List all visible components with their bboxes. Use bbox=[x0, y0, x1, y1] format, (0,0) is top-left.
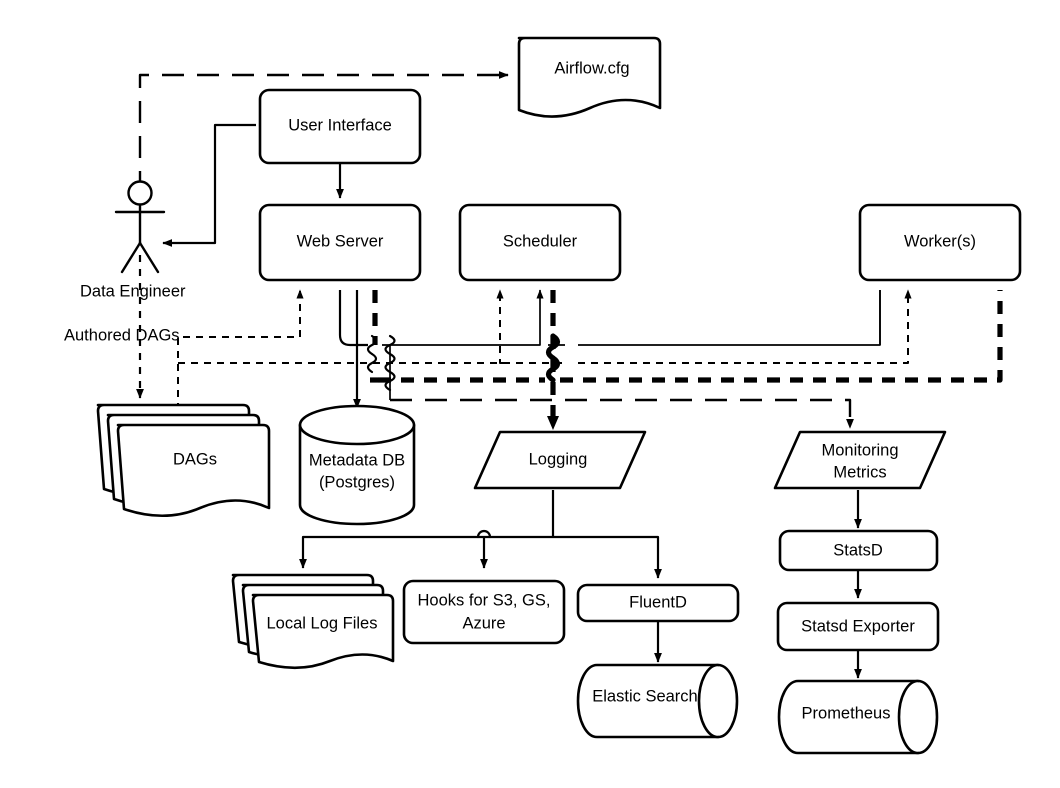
node-label-monitoring-line2: Metrics bbox=[833, 463, 886, 481]
node-label-metadata-db-line2: (Postgres) bbox=[319, 473, 395, 491]
data-engineer-actor bbox=[114, 180, 166, 274]
node-dags[interactable]: DAGs bbox=[96, 403, 271, 518]
node-statsd[interactable]: StatsD bbox=[778, 529, 939, 572]
edge-logging-fanout bbox=[299, 490, 662, 579]
edge-dags-to-workers bbox=[503, 289, 912, 364]
node-workers[interactable]: Worker(s) bbox=[858, 203, 1022, 282]
edge-dags-to-webserver bbox=[177, 289, 304, 410]
node-label-user-interface: User Interface bbox=[288, 116, 392, 134]
node-label-dags: DAGs bbox=[173, 450, 217, 468]
node-label-scheduler: Scheduler bbox=[503, 232, 578, 250]
node-label-monitoring-line1: Monitoring bbox=[821, 441, 898, 459]
node-label-hooks-line2: Azure bbox=[462, 614, 505, 632]
edge-monitoring-bus bbox=[389, 345, 854, 429]
node-elastic-search[interactable]: Elastic Search bbox=[576, 663, 739, 739]
node-user-interface[interactable]: User Interface bbox=[258, 88, 422, 165]
actor-label: Data Engineer bbox=[80, 282, 186, 300]
edge-webserver-to-logging bbox=[372, 290, 559, 430]
node-monitoring-metrics[interactable]: Monitoring Metrics bbox=[773, 430, 947, 490]
node-scheduler[interactable]: Scheduler bbox=[458, 203, 622, 282]
node-label-metadata-db-line1: Metadata DB bbox=[309, 451, 405, 469]
node-label-fluentd: FluentD bbox=[629, 593, 687, 611]
edge-ui-to-engineer bbox=[162, 123, 256, 247]
edge-dags-to-scheduler bbox=[178, 289, 504, 364]
node-label-logging: Logging bbox=[529, 450, 588, 468]
authored-dags-label: Authored DAGs bbox=[64, 326, 180, 344]
node-label-statsd: StatsD bbox=[833, 541, 883, 559]
node-prometheus[interactable]: Prometheus bbox=[777, 679, 939, 755]
node-label-local-log-files: Local Log Files bbox=[267, 614, 378, 632]
node-label-airflow-cfg: Airflow.cfg bbox=[554, 59, 629, 77]
edge-engineer-to-airflowcfg bbox=[138, 71, 509, 193]
node-hooks[interactable]: Hooks for S3, GS, Azure bbox=[402, 579, 566, 645]
node-label-hooks-line1: Hooks for S3, GS, bbox=[418, 591, 551, 609]
edge-scheduler-metadata-bus bbox=[338, 289, 881, 347]
node-label-prometheus: Prometheus bbox=[802, 704, 891, 722]
edge-logging-heavy-bus bbox=[370, 290, 1003, 383]
node-label-statsd-exporter: Statsd Exporter bbox=[801, 617, 915, 635]
node-logging[interactable]: Logging bbox=[473, 430, 647, 490]
node-airflow-cfg[interactable]: Airflow.cfg bbox=[517, 36, 662, 118]
node-local-log-files[interactable]: Local Log Files bbox=[231, 573, 395, 670]
node-label-workers: Worker(s) bbox=[904, 232, 976, 250]
line-jump-markers bbox=[366, 333, 561, 392]
node-label-elastic-search: Elastic Search bbox=[592, 687, 697, 705]
node-web-server[interactable]: Web Server bbox=[258, 203, 422, 282]
node-statsd-exporter[interactable]: Statsd Exporter bbox=[776, 601, 940, 652]
node-fluentd[interactable]: FluentD bbox=[576, 583, 740, 623]
node-metadata-db[interactable]: Metadata DB (Postgres) bbox=[298, 404, 416, 526]
node-label-web-server: Web Server bbox=[297, 232, 384, 250]
